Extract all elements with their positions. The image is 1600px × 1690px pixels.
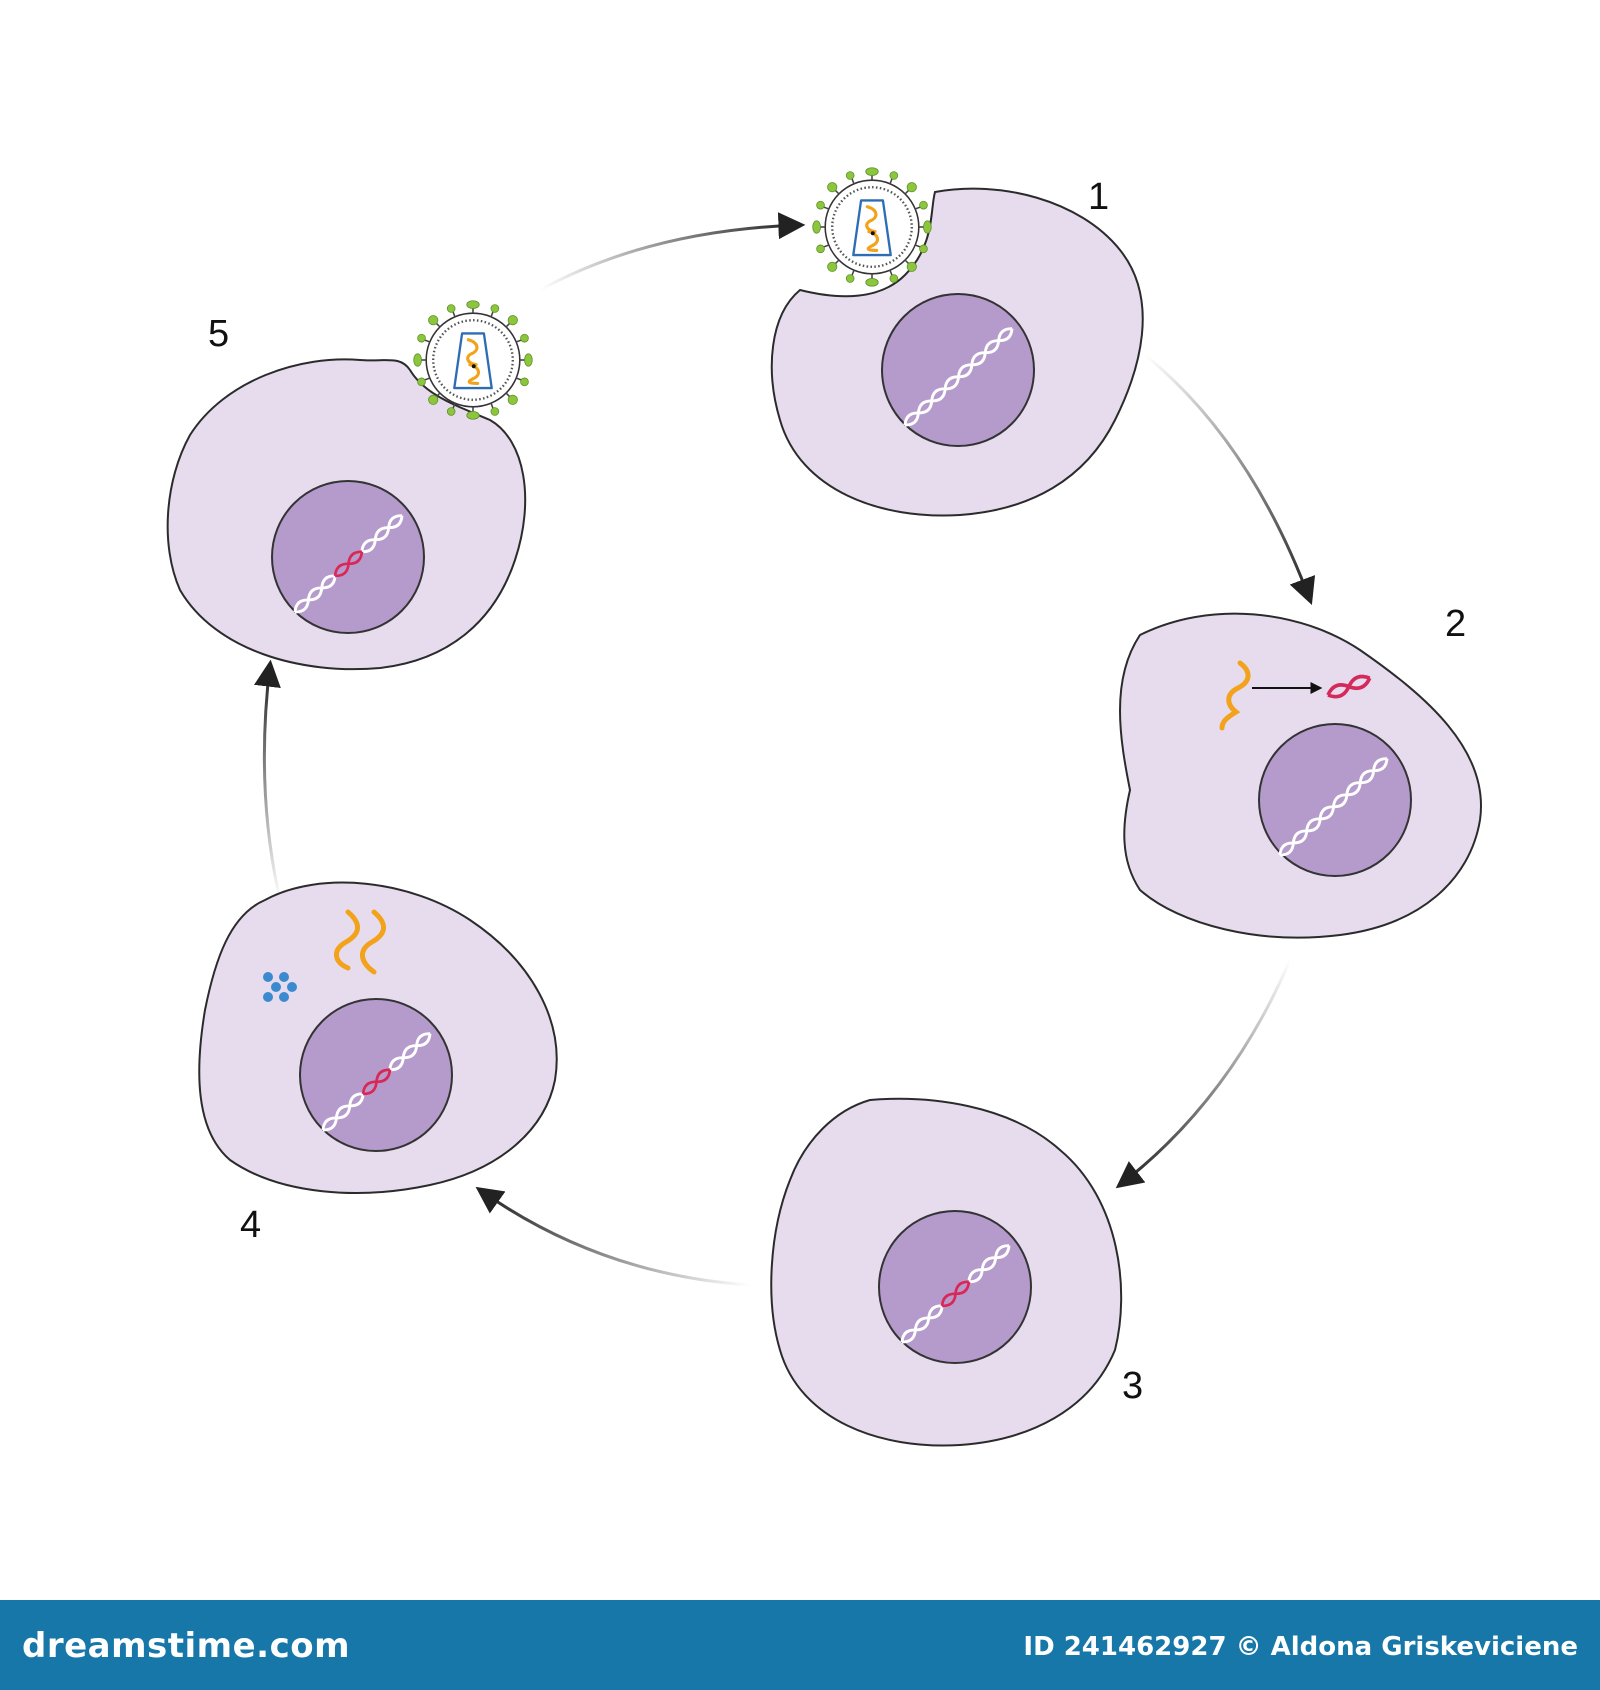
viral-rna-icon <box>360 909 386 975</box>
image-credit: ID 241462927 © Aldona Griskeviciene <box>1023 1632 1578 1662</box>
arrow-5-to-1 <box>539 212 806 292</box>
protein-dots-icon <box>263 972 297 1002</box>
cycle-arrows <box>254 212 1316 1287</box>
cell-step-4 <box>198 881 558 1194</box>
brand-logo: dreamstime.com <box>22 1626 351 1666</box>
step-number-2: 2 <box>1445 603 1467 645</box>
cell-step-1 <box>770 166 1144 517</box>
viral-rna-icon <box>1219 660 1251 731</box>
arrow-1-to-2 <box>1144 353 1316 606</box>
virus-icon <box>811 166 933 288</box>
stock-footer-bar: dreamstime.com ID 241462927 © Aldona Gri… <box>0 1600 1600 1690</box>
step-number-5: 5 <box>208 313 230 355</box>
arrow-4-to-5 <box>254 659 282 901</box>
virus-icon <box>412 299 534 421</box>
step-number-3: 3 <box>1122 1365 1144 1407</box>
step-number-4: 4 <box>240 1204 262 1246</box>
viral-rna-icon <box>334 909 360 971</box>
virus-replication-cycle-diagram <box>166 166 1483 1447</box>
cell-step-2 <box>1119 612 1483 939</box>
step-number-1: 1 <box>1088 176 1110 218</box>
cell-step-5 <box>166 299 534 671</box>
arrow-3-to-4 <box>475 1186 751 1287</box>
cell-step-3 <box>770 1097 1123 1447</box>
arrow-2-to-3 <box>1115 959 1292 1189</box>
